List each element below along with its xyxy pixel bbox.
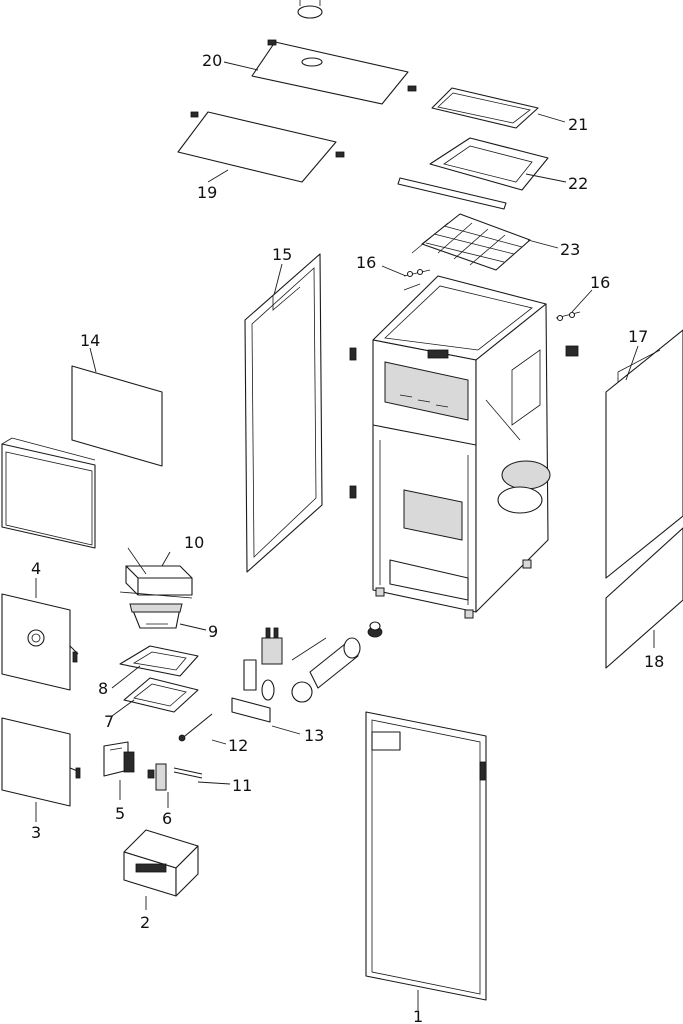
- callout-23: 23: [560, 240, 580, 259]
- part-19-inner-top-plate: [177, 111, 345, 183]
- callout-14: 14: [80, 331, 100, 350]
- callout-9: 9: [208, 622, 218, 641]
- callout-16-right: 16: [590, 273, 610, 292]
- part-16-bracket-left: [403, 268, 431, 291]
- leader-lines: [35, 61, 655, 1010]
- part-23-grid: [411, 213, 531, 271]
- part-21-gasket: [431, 87, 539, 129]
- part-4-door-with-dial: [1, 593, 79, 691]
- callout-19: 19: [197, 183, 217, 202]
- part-7-gasket-frame: [123, 677, 199, 713]
- part-9-burn-pot: [129, 603, 183, 629]
- callout-6: 6: [162, 809, 172, 828]
- callout-8: 8: [98, 679, 108, 698]
- callout-5: 5: [115, 804, 125, 823]
- part-1-front-door: [365, 711, 487, 1001]
- part-22-frame: [397, 137, 549, 210]
- callout-labels: 20 21 19 22 23 15 16 16 17 14 18 4 10 9 …: [31, 51, 664, 1024]
- callout-1: 1: [413, 1007, 423, 1024]
- callout-12: 12: [228, 736, 248, 755]
- stove-body: [349, 275, 551, 619]
- callout-21: 21: [568, 115, 588, 134]
- part-2-ash-drawer: [123, 829, 199, 897]
- callout-4: 4: [31, 559, 41, 578]
- side-panel-left: [1, 437, 96, 549]
- callout-13: 13: [304, 726, 324, 745]
- part-10-hopper: [119, 547, 193, 599]
- part-13-electrical-assembly: [231, 621, 383, 723]
- part-11-rod: [173, 767, 203, 779]
- part-20-top-cover: [251, 39, 417, 105]
- callout-20: 20: [202, 51, 222, 70]
- part-16-bracket-right: [555, 311, 581, 357]
- callout-10: 10: [184, 533, 204, 552]
- part-18-side-panel-lower: [605, 527, 683, 669]
- part-5-igniter-bracket: [103, 741, 135, 777]
- part-15-side-frame: [244, 253, 323, 573]
- callout-22: 22: [568, 174, 588, 193]
- callout-7: 7: [104, 712, 114, 731]
- callout-3: 3: [31, 823, 41, 842]
- part-3-lower-door: [1, 717, 81, 807]
- callout-18: 18: [644, 652, 664, 671]
- callout-15: 15: [272, 245, 292, 264]
- part-6-sensor-block: [147, 763, 167, 791]
- part-8-grate: [119, 645, 199, 677]
- callout-2: 2: [140, 913, 150, 932]
- part-12-probe: [178, 713, 213, 742]
- part-17-side-panel-upper: [605, 329, 683, 579]
- callout-17: 17: [628, 327, 648, 346]
- callout-11: 11: [232, 776, 252, 795]
- callout-16-left: 16: [356, 253, 376, 272]
- part-14-flat-panel: [71, 365, 163, 467]
- top-fitting: [297, 0, 323, 19]
